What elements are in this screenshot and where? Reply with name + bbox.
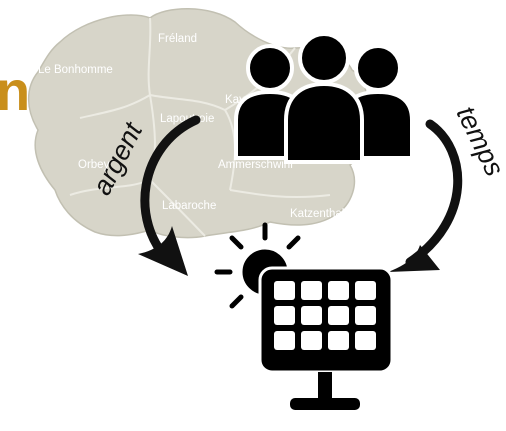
town-label-katzenthal: Katzenthal (290, 208, 344, 220)
panel-cell (328, 281, 349, 300)
panel-cell (274, 331, 295, 350)
town-label-bonhomme: Le Bonhomme (38, 64, 113, 76)
solar-panel-icon (258, 266, 394, 410)
town-label-ammerschwihr: Ammerschwihr (218, 159, 294, 171)
town-label-orbey: Orbey (78, 159, 110, 171)
panel-cell (355, 281, 376, 300)
panel-cell (328, 306, 349, 325)
panel-cell (355, 306, 376, 325)
panel-cell (274, 281, 295, 300)
panel-cell (355, 331, 376, 350)
panel-cell (301, 281, 322, 300)
panel-cell (274, 306, 295, 325)
title-fragment: n (0, 59, 30, 122)
people-group-icon (234, 32, 414, 164)
town-label-labaroche: Labaroche (162, 200, 216, 212)
panel-cell (301, 306, 322, 325)
town-label-lapoutroie: Lapoutroie (160, 113, 214, 125)
panel-cell (301, 331, 322, 350)
town-label-freland: Fréland (158, 33, 197, 45)
panel-cell (328, 331, 349, 350)
